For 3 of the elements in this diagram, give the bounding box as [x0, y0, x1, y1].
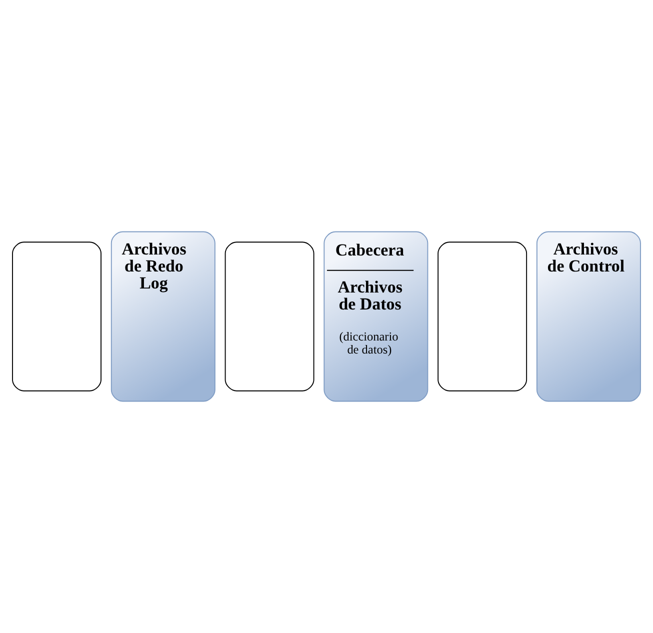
- node-box: [12, 242, 102, 392]
- node-box: [224, 242, 314, 392]
- node-box: [438, 242, 528, 392]
